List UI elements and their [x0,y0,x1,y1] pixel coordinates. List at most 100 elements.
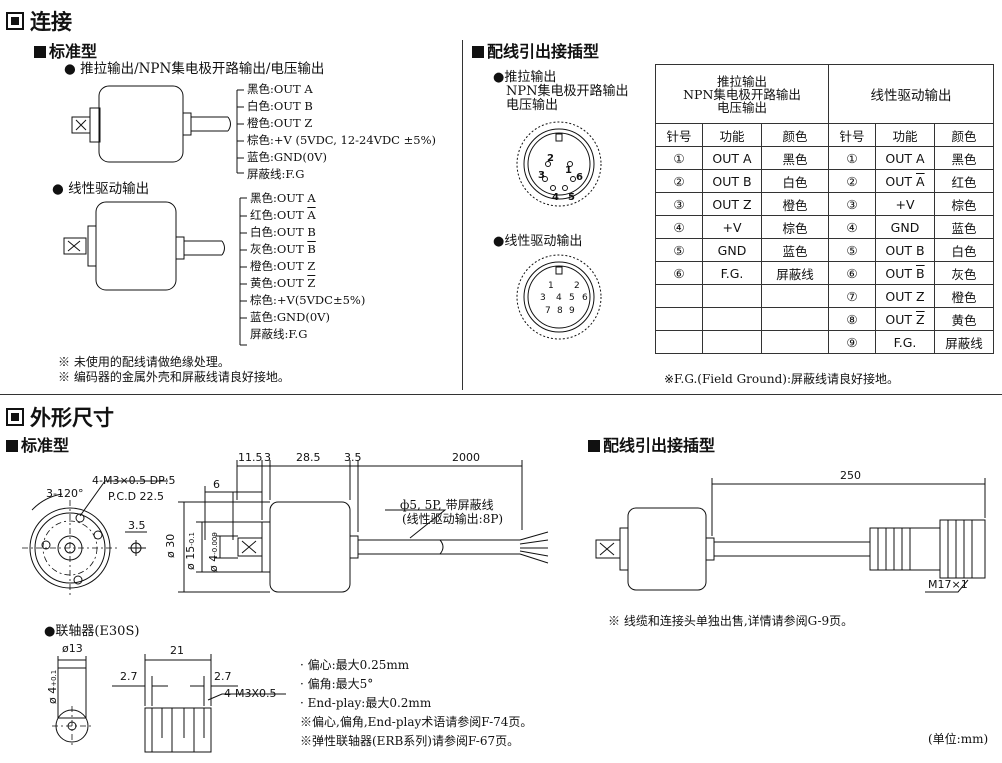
table-cell: 黑色 [761,146,829,170]
line-wire-item: 灰色:OUT B [250,241,365,258]
wire-color: 黑色: [250,191,277,205]
table-cell: OUT A [875,146,935,170]
wire-color: 橙色: [250,259,277,273]
pin-number: 6 [576,172,583,183]
section-divider [0,394,1002,395]
wire-signal: OUT [276,242,308,256]
dim-3-5: 3.5 [344,451,362,464]
label-line: NPN集电极开路输出 [506,84,629,99]
dim-2000: 2000 [452,451,480,464]
table-cell: ① [655,146,703,170]
table-cell: ③ [828,192,876,216]
dim-phi15: ø 15-0.1 [184,532,197,570]
wire-signal: OUT [276,191,308,205]
table-cell: 蓝色 [761,238,829,262]
dim-m3: 4-M3×0.5 DP:5 [92,474,176,487]
dim-3-5b: 3.5 [128,519,146,532]
subsection-title-connector: 配线引出接插型 [472,38,599,62]
line-wire-item: 红色:OUT A [250,207,365,224]
dim-phi30: ø 30 [164,533,177,558]
table-cell: OUT Z [875,307,935,331]
table-cell: 橙色 [934,284,994,308]
section-square-icon [6,12,24,30]
push-wire-item: 屏蔽线:F.G [247,167,305,181]
pin-number: 4 [556,293,562,303]
table-header: 功能 [702,123,762,147]
dim-angle: 3-120° [46,487,84,500]
coupling-d21: 21 [170,644,184,657]
table-cell [761,330,829,354]
wire-color: 屏蔽线:F.G [250,327,308,341]
table-cell: OUT B [875,238,935,262]
table-cell: F.G. [702,261,762,285]
cable-spec-line: (线性驱动输出:8P) [402,512,504,526]
pin-number: 2 [547,153,554,164]
table-cell: OUT Z [702,192,762,216]
dim-m17: M17×1 [928,578,968,591]
pin-assignment-table: 推拉输出 NPN集电极开路输出 电压输出 线性驱动输出 针号功能颜色针号功能颜色… [655,64,994,354]
subsection-title-connector-dim: 配线引出接插型 [588,432,715,456]
push-wire-item: 蓝色:GND(0V) [247,150,327,164]
table-cell: ⑧ [828,307,876,331]
connector-9pin-drawing [516,254,602,340]
table-cell: GND [875,215,935,239]
table-header: 颜色 [934,123,994,147]
table-cell: ⑤ [828,238,876,262]
section-title-dimensions: 外形尺寸 [6,402,114,432]
group-line: 电压输出 [716,99,767,115]
table-cell: 白色 [761,169,829,193]
table-cell: 蓝色 [934,215,994,239]
encoder-drawing-line [63,197,247,346]
fg-note: ※F.G.(Field Ground):屏蔽线请良好接地。 [664,372,899,386]
table-cell: ① [828,146,876,170]
line-wire-item: 白色:OUT B [250,224,365,241]
pin-number: 3 [540,293,546,303]
table-group-line: 线性驱动输出 [828,64,994,124]
table-cell: ② [655,169,703,193]
wire-color: 蓝色:GND(0V) [250,310,330,324]
spec-item: ※弹性联轴器(ERB系列)请参阅F-67页。 [300,734,520,748]
subsection-title-standard: 标准型 [34,38,97,62]
coupling-d2-7b: 2.7 [214,670,232,683]
push-output-title: ● 推拉输出/NPN集电极开路输出/电压输出 [64,61,325,77]
table-cell [761,307,829,331]
table-cell: 棕色 [761,215,829,239]
coupling-drawing [52,654,286,753]
coupling-phi4-value: ø 4 [46,686,59,704]
unit-label: (单位:mm) [928,732,989,746]
dim-pcd: P.C.D 22.5 [108,490,165,503]
wire-signal: OUT [276,225,308,239]
cable-spec: ф5, 5P, 带屏蔽线 [400,498,494,512]
note-item: ※ 未使用的配线请做绝缘处理。 [58,355,230,369]
connector-note: ※ 线缆和连接头单独出售,详情请参阅G-9页。 [608,614,854,628]
connector-push-label: ●推拉输出 NPN集电极开路输出 电压输出 [493,71,629,113]
coupling-title: ●联轴器(E30S) [44,624,140,639]
table-cell: ⑦ [828,284,876,308]
group-line: NPN集电极开路输出 [683,86,801,102]
table-cell: F.G. [875,330,935,354]
table-cell [702,284,762,308]
table-cell: ④ [828,215,876,239]
pin-number: 8 [557,306,563,316]
push-wire-item: 橙色:OUT Z [247,116,313,130]
coupling-phi4: ø 4+0.1 [46,670,59,704]
cell-signal: OUT [885,173,917,189]
line-output-title: ● 线性驱动输出 [52,181,150,197]
wire-color: 红色: [250,208,277,222]
table-cell: ⑨ [828,330,876,354]
pin-number: 6 [582,293,588,303]
front-view-drawing [22,480,168,596]
table-cell: ⑥ [828,261,876,285]
spec-item: ※偏心,偏角,End-play术语请参阅F-74页。 [300,715,533,729]
note-item: ※ 编码器的金属外壳和屏蔽线请良好接地。 [58,370,290,384]
table-cell: ⑤ [655,238,703,262]
connector-line-label: ●线性驱动输出 [493,234,583,249]
wire-channel: A [307,191,316,205]
wire-color: 黄色: [250,276,277,290]
pin-number: 7 [545,306,551,316]
pin-number: 5 [568,192,575,203]
cell-channel-inverted: Z [916,311,925,327]
